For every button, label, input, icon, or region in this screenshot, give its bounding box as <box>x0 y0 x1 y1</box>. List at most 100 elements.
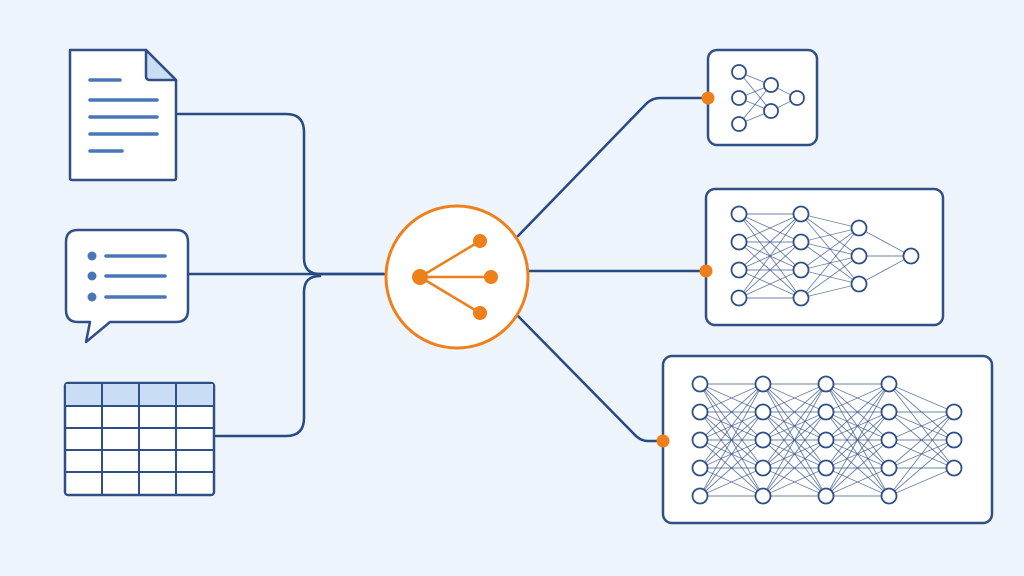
network-edge <box>699 383 764 441</box>
small-network-graph <box>731 64 805 132</box>
network-edge <box>699 467 764 497</box>
network-node <box>754 459 772 477</box>
entry-dot-small <box>701 91 715 105</box>
network-node <box>792 261 810 279</box>
entry-dots <box>656 91 715 448</box>
network-node <box>880 431 898 449</box>
network-edge <box>699 383 764 469</box>
network-node <box>754 487 772 505</box>
network-edge <box>738 241 802 299</box>
network-node <box>792 289 810 307</box>
network-node <box>880 403 898 421</box>
network-node <box>730 261 748 279</box>
network-node <box>730 205 748 223</box>
network-edge <box>825 383 890 469</box>
network-node <box>945 431 963 449</box>
network-node <box>730 289 748 307</box>
network-node <box>817 459 835 477</box>
network-node <box>945 459 963 477</box>
connector-document <box>176 112 386 276</box>
network-edge <box>800 213 860 229</box>
network-edge <box>699 411 764 497</box>
entry-dot-medium <box>699 264 713 278</box>
network-node <box>817 431 835 449</box>
connector-table <box>214 274 322 438</box>
network-edge <box>825 383 890 441</box>
table-icon <box>63 381 216 497</box>
network-edge <box>738 84 772 125</box>
medium-network-card <box>704 187 945 327</box>
network-node <box>691 375 709 393</box>
network-edge <box>762 383 827 413</box>
network-edge <box>699 439 764 497</box>
network-edge <box>738 213 802 271</box>
network-edge <box>825 411 890 497</box>
network-node <box>730 233 748 251</box>
network-edge <box>762 383 827 497</box>
network-edge <box>888 439 955 497</box>
router-node-icon <box>384 204 530 350</box>
network-edge <box>738 269 802 299</box>
network-node <box>792 205 810 223</box>
network-edge <box>800 227 860 271</box>
network-edge <box>762 383 827 469</box>
network-node <box>731 64 747 80</box>
network-edge <box>738 213 802 299</box>
network-edge <box>825 383 890 413</box>
network-edge <box>825 467 890 497</box>
network-node <box>945 403 963 421</box>
network-node <box>754 375 772 393</box>
network-edge <box>762 439 827 497</box>
output-connectors <box>516 96 708 443</box>
network-edge <box>858 255 912 285</box>
network-edge <box>699 383 764 413</box>
network-node <box>763 103 779 119</box>
connector-large-model <box>516 314 664 443</box>
chat-list-icon <box>64 228 190 344</box>
network-node <box>754 431 772 449</box>
network-node <box>731 116 747 132</box>
network-node <box>817 403 835 421</box>
network-node <box>880 375 898 393</box>
input-connectors <box>176 112 386 438</box>
network-edge <box>762 383 827 441</box>
network-edge <box>858 227 912 257</box>
network-edge <box>888 411 955 441</box>
network-edge <box>825 383 890 497</box>
network-edge <box>762 467 827 497</box>
network-edge <box>699 383 764 497</box>
network-node <box>850 275 868 293</box>
network-node <box>763 77 779 93</box>
network-node <box>691 403 709 421</box>
network-node <box>731 90 747 106</box>
network-edge <box>888 411 955 469</box>
document-icon <box>68 48 178 182</box>
network-edge <box>888 411 955 497</box>
network-edge <box>825 439 890 497</box>
network-node <box>850 247 868 265</box>
network-node <box>754 403 772 421</box>
network-node <box>880 459 898 477</box>
entry-dot-large <box>656 434 670 448</box>
network-node <box>817 375 835 393</box>
network-edge <box>888 467 955 497</box>
network-node <box>792 233 810 251</box>
neural-networks <box>691 64 963 505</box>
network-node <box>789 90 805 106</box>
large-network-graph <box>691 375 963 505</box>
network-node <box>902 247 920 265</box>
network-node <box>850 219 868 237</box>
network-node <box>691 459 709 477</box>
network-edge <box>800 227 860 243</box>
network-node <box>817 487 835 505</box>
network-node <box>691 487 709 505</box>
network-edge <box>762 411 827 497</box>
medium-network-graph <box>730 205 920 307</box>
network-edge <box>800 283 860 299</box>
network-node <box>880 487 898 505</box>
network-edge <box>800 227 860 299</box>
connector-small-model <box>516 96 708 238</box>
network-node <box>691 431 709 449</box>
network-edge <box>888 383 955 413</box>
